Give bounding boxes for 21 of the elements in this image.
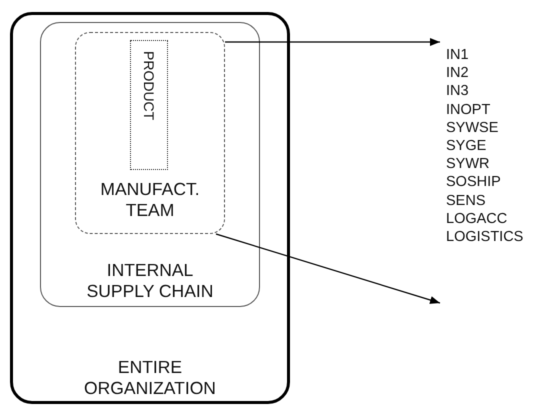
variable-name: LOGACC xyxy=(446,210,508,228)
box-label: INTERNAL SUPPLY CHAIN xyxy=(86,260,214,302)
organization-box xyxy=(10,12,290,404)
box-label: ENTIRE ORGANIZATION xyxy=(83,357,217,399)
arrow xyxy=(216,233,440,304)
supply-chain-box xyxy=(40,22,260,307)
variable-name: SYWSE xyxy=(446,118,500,138)
variable-name: SYWR xyxy=(446,155,490,174)
variable-name: LOGISTICS xyxy=(446,228,524,246)
variable-name: IN3 xyxy=(446,82,470,101)
variable-name: SOSHIP xyxy=(446,173,502,192)
product-box xyxy=(130,40,168,170)
box-label: MANUFACT. TEAM xyxy=(99,179,201,221)
variable-name: IN1 xyxy=(446,46,470,64)
variable-name: SENS xyxy=(446,192,486,210)
variable-name: IN2 xyxy=(446,64,470,82)
arrow xyxy=(225,38,440,46)
variable-name: INOPT xyxy=(446,100,492,119)
variable-name: SYGE xyxy=(446,137,488,156)
team-box xyxy=(75,32,225,234)
box-label: PRODUCT xyxy=(141,51,157,120)
